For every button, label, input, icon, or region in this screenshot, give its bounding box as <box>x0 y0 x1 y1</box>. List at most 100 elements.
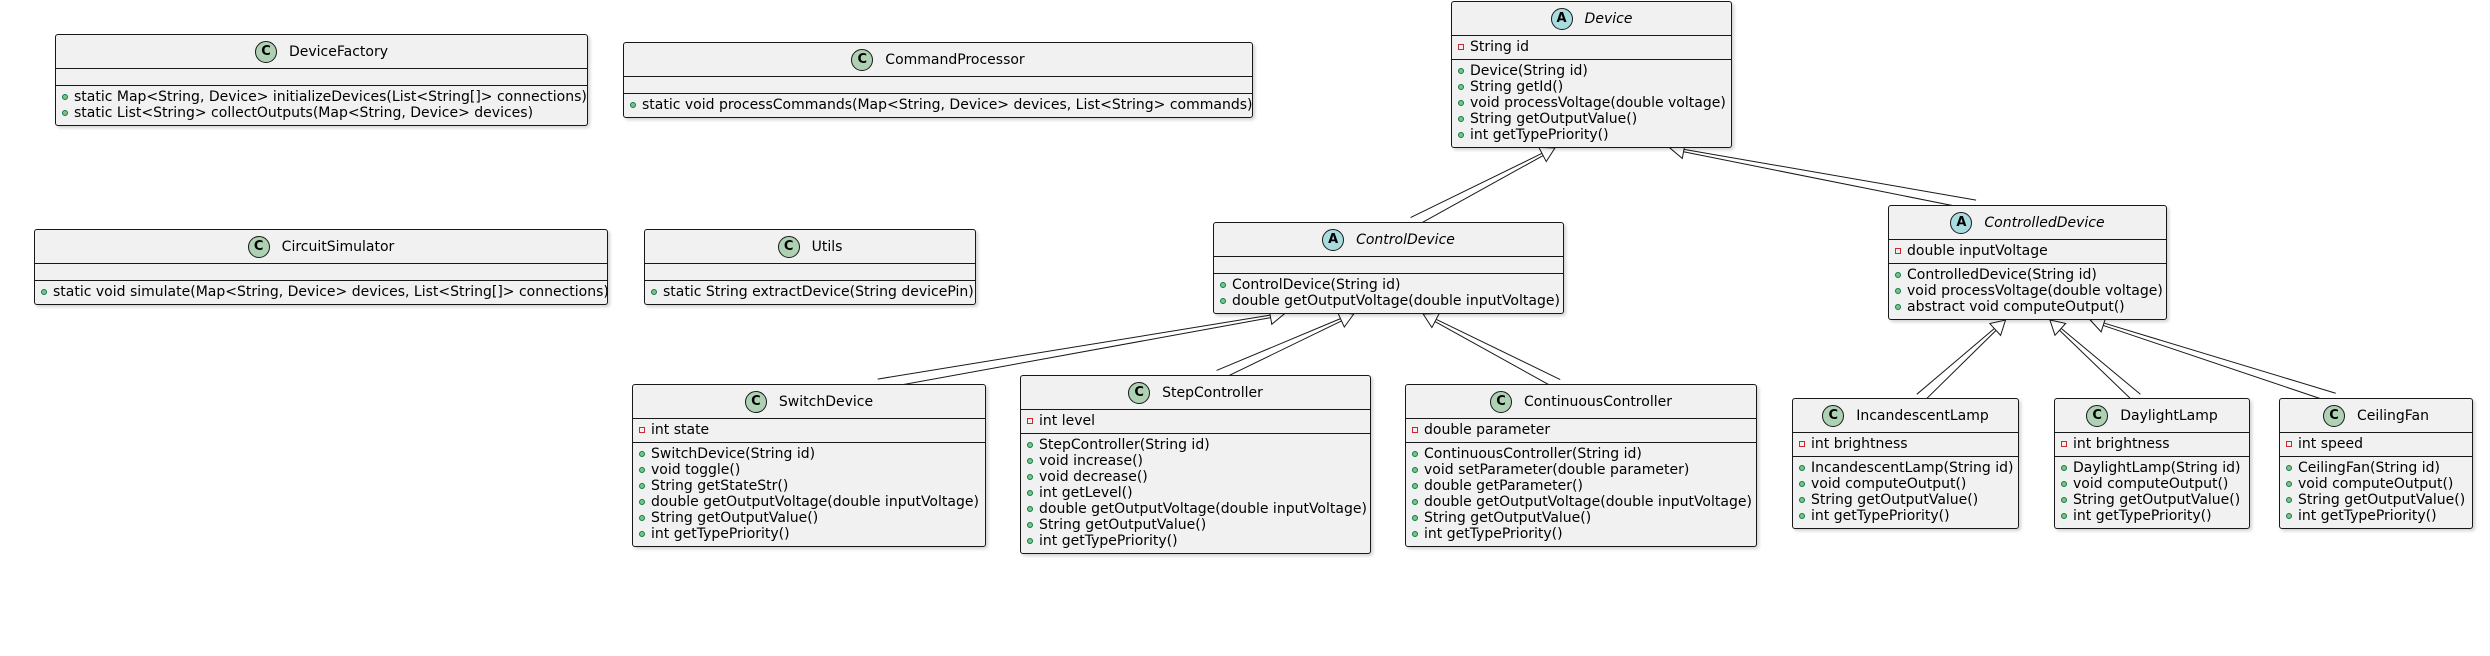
fields-section <box>1214 257 1563 274</box>
inheritance-edge <box>1916 319 2007 403</box>
private-visibility-icon <box>633 427 651 433</box>
method: double getParameter() <box>1406 478 1756 494</box>
public-visibility-icon <box>1406 499 1424 505</box>
method-text: String getOutputValue() <box>1424 510 1592 526</box>
field-text: double parameter <box>1424 422 1551 438</box>
edge-line <box>1410 152 1543 219</box>
class-icon: C <box>247 235 270 258</box>
method: String getStateStr() <box>633 478 985 494</box>
fields-section <box>624 77 1252 94</box>
method: void computeOutput() <box>2055 476 2249 492</box>
edge-line <box>1435 318 1561 381</box>
method: abstract void computeOutput() <box>1889 299 2166 315</box>
class-name: CeilingFan <box>2356 407 2430 424</box>
method: double getOutputVoltage(double inputVolt… <box>1406 494 1756 510</box>
public-visibility-icon <box>1406 515 1424 521</box>
fields-section: int brightness <box>2055 433 2249 457</box>
public-visibility-icon <box>1452 116 1470 122</box>
public-visibility-icon <box>2280 481 2298 487</box>
public-visibility-icon <box>1214 298 1232 304</box>
method: String getOutputValue() <box>1021 517 1370 533</box>
method: void increase() <box>1021 453 1370 469</box>
method: ContinuousController(String id) <box>1406 446 1756 462</box>
public-visibility-icon <box>2280 513 2298 519</box>
method-text: String getOutputValue() <box>651 510 819 526</box>
public-visibility-icon <box>56 94 74 100</box>
public-visibility-icon <box>1021 490 1039 496</box>
class-name: CircuitSimulator <box>281 238 395 255</box>
method-text: Device(String id) <box>1470 63 1588 79</box>
private-visibility-icon <box>1021 418 1039 424</box>
abstract-class-icon: A <box>1322 228 1345 251</box>
inheritance-arrowhead <box>1538 146 1556 163</box>
inheritance-edge <box>1668 141 1977 211</box>
method: String getOutputValue() <box>633 510 985 526</box>
method-text: SwitchDevice(String id) <box>651 446 816 462</box>
inheritance-edge <box>1410 146 1556 227</box>
public-visibility-icon <box>645 289 663 295</box>
edge-line <box>2059 329 2135 403</box>
method: void processVoltage(double voltage) <box>1889 283 2166 299</box>
edge-line <box>1923 330 1997 403</box>
method: int getTypePriority() <box>633 526 985 542</box>
method: static Map<String, Device> initializeDev… <box>56 89 587 105</box>
field-text: double inputVoltage <box>1907 243 2048 259</box>
method-text: static void processCommands(Map<String, … <box>642 97 1253 113</box>
class-name: CommandProcessor <box>885 51 1025 68</box>
field: int level <box>1021 413 1370 429</box>
method-text: void processVoltage(double voltage) <box>1470 95 1726 111</box>
field: int brightness <box>1793 436 2018 452</box>
method: String getId() <box>1452 79 1731 95</box>
methods-section: static void simulate(Map<String, Device>… <box>35 281 609 304</box>
fields-section: int level <box>1021 410 1370 434</box>
method: void decrease() <box>1021 469 1370 485</box>
class-name: ControlDevice <box>1356 231 1455 248</box>
class-name: DeviceFactory <box>288 43 389 60</box>
method-text: String getOutputValue() <box>1039 517 1207 533</box>
fields-section: double parameter <box>1406 419 1756 443</box>
edge-line <box>2103 322 2336 394</box>
class-icon: C <box>1822 404 1845 427</box>
public-visibility-icon <box>1793 481 1811 487</box>
methods-section: StepController(String id)void increase()… <box>1021 434 1370 553</box>
class-header: C CircuitSimulator <box>35 230 607 264</box>
inheritance-edge <box>2089 315 2336 404</box>
method: int getTypePriority() <box>2280 508 2472 524</box>
method-text: String getStateStr() <box>651 478 789 494</box>
field: double parameter <box>1406 422 1756 438</box>
field-text: int brightness <box>2073 436 2170 452</box>
inheritance-edge <box>2049 319 2141 403</box>
method: DaylightLamp(String id) <box>2055 460 2249 476</box>
class-name: ContinuousController <box>1524 393 1672 410</box>
class-name: DaylightLamp <box>2120 407 2218 424</box>
edge-line <box>1414 155 1544 227</box>
method: double getOutputVoltage(double inputVolt… <box>1021 501 1370 517</box>
public-visibility-icon <box>1452 68 1470 74</box>
public-visibility-icon <box>1021 538 1039 544</box>
edge-line <box>1916 328 1995 395</box>
method: String getOutputValue() <box>2055 492 2249 508</box>
method-text: String getOutputValue() <box>2073 492 2241 508</box>
method: SwitchDevice(String id) <box>633 446 985 462</box>
inheritance-edge <box>1422 312 1561 389</box>
method-text: abstract void computeOutput() <box>1907 299 2125 315</box>
method-text: double getOutputVoltage(double inputVolt… <box>651 494 979 510</box>
method-text: double getParameter() <box>1424 478 1583 494</box>
methods-section: CeilingFan(String id)void computeOutput(… <box>2280 457 2472 528</box>
method: void toggle() <box>633 462 985 478</box>
fields-section <box>56 69 587 86</box>
